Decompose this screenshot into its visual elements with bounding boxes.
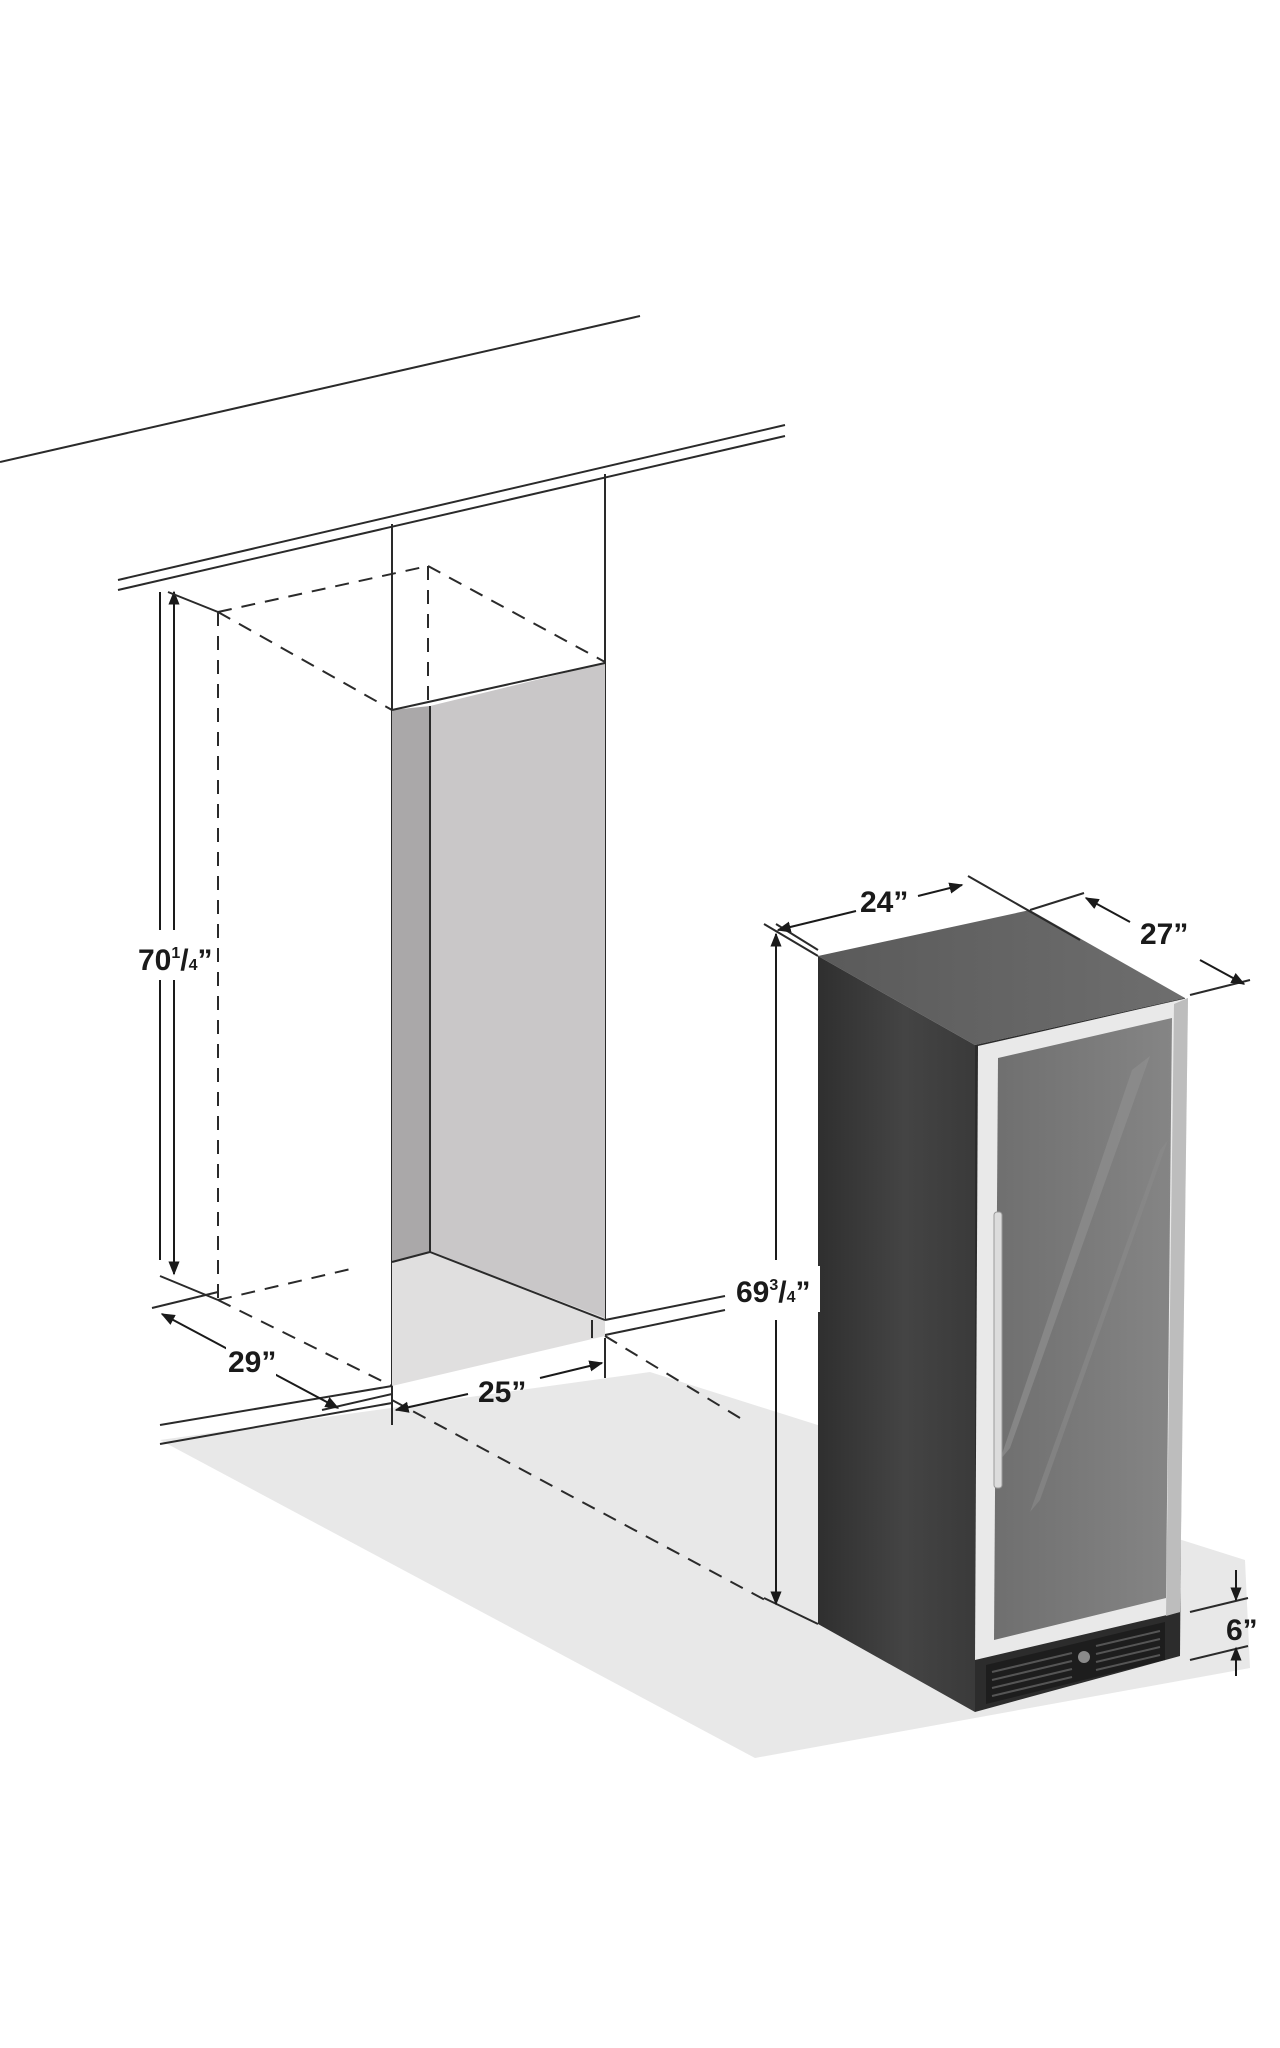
cutout-floor [392,1252,605,1386]
wine-cooler [818,910,1188,1712]
glass-reflection-2 [1030,1140,1168,1512]
cutout-back-wall [430,663,605,1318]
cutout-side-wall [392,706,430,1262]
door-frame-shade [1166,998,1188,1616]
unit-width-label: 24” [860,886,908,919]
cooler-side [818,956,975,1712]
dimension-cutout-width: 25” [391,1338,606,1425]
door-handle-icon [993,1211,1003,1489]
dimension-cutout-depth: 29” [151,1291,393,1411]
cooler-top [818,910,1185,1045]
unit-depth-label: 27” [1140,918,1188,951]
dimension-unit-height: 693/4” [734,923,820,1625]
control-knob-icon [1078,1651,1090,1663]
cutout-recess [391,662,606,1400]
vent-grille-icon [986,1622,1165,1704]
cutout-depth-label: 29” [228,1346,276,1379]
dimension-cutout-height: 701/4” [136,590,219,1301]
cutout-width-label: 25” [478,1376,526,1409]
door-glass [994,1018,1172,1640]
glass-reflection [1000,1056,1150,1460]
dimension-unit-width: 24” [775,875,1081,951]
unit-height-label: 693/4” [736,1276,811,1309]
dimension-unit-depth: 27” [1029,892,1251,996]
dimension-toe-kick: 6” [1189,1570,1258,1676]
cutout-height-label: 701/4” [138,944,213,977]
toe-kick-label: 6” [1226,1614,1258,1647]
vent-slats [991,1630,1161,1697]
